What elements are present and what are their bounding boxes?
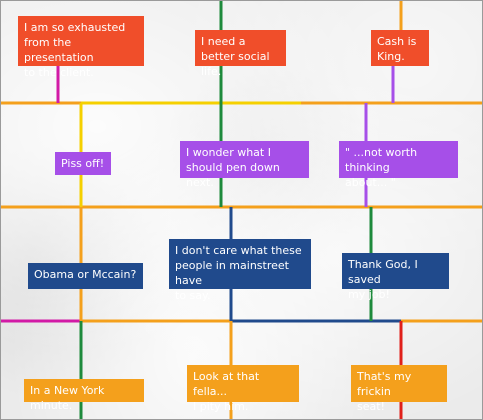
note-new-york-minute: In a New York minute.: [24, 379, 144, 412]
note-mainstreet: I don't care what these people in mainst…: [169, 239, 311, 302]
note-not-worth: " ...not worth thinking about... ": [339, 141, 458, 189]
note-saved-job: Thank God, I saved my job!: [342, 253, 449, 301]
note-frickin-seat: That's my frickin seat!: [351, 365, 447, 413]
note-pen-down: I wonder what I should pen down next.: [180, 141, 309, 189]
note-exhausted: I am so exhausted from the presentation …: [18, 16, 144, 79]
note-obama-mccain: Obama or Mccain?: [28, 263, 143, 289]
note-piss-off: Piss off!: [55, 152, 111, 175]
note-pity-him: Look at that fella... I pity him.: [187, 365, 299, 413]
note-cash-king: Cash is King.: [371, 30, 429, 66]
note-social-life: I need a better social life.: [195, 30, 286, 78]
